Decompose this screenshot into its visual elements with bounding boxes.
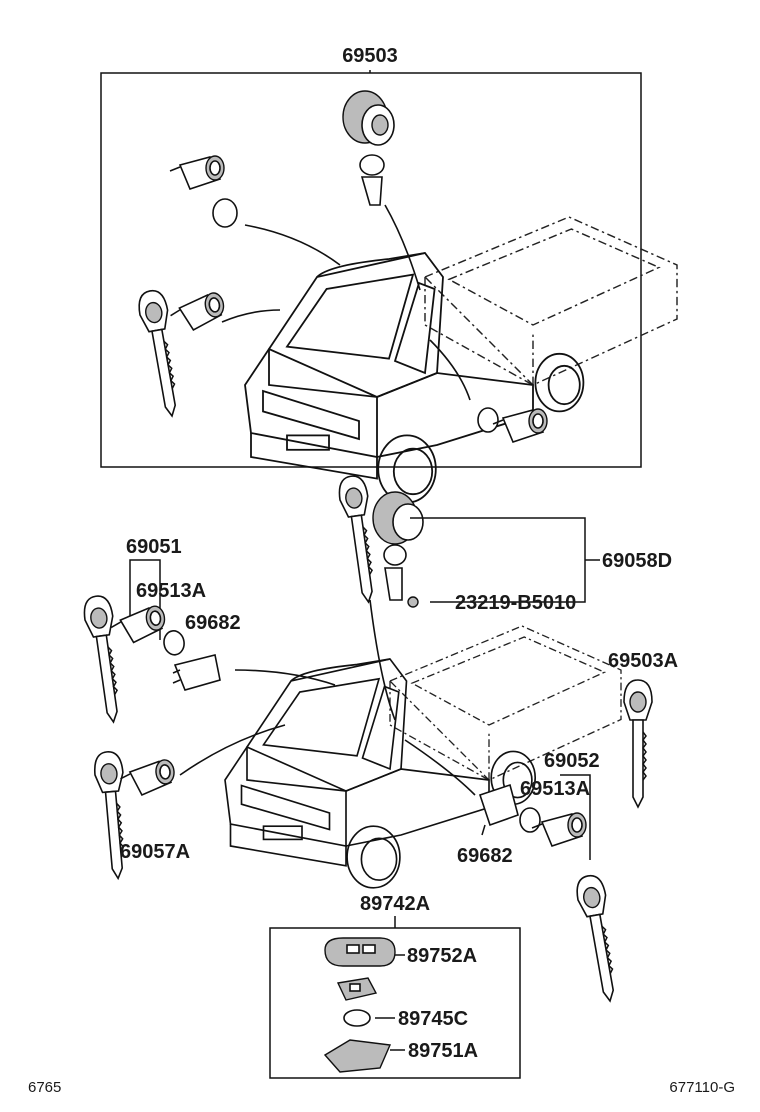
transmitter-case <box>324 937 396 967</box>
truck-outline <box>244 216 678 504</box>
transmitter-89742a-group: 89742A 89752A 89745C 89751A <box>269 893 521 1079</box>
battery <box>343 1009 371 1027</box>
label-89752a: 89752A <box>407 945 477 967</box>
ignition-cylinder <box>342 90 395 206</box>
label-69503a: 69503A <box>608 650 678 672</box>
label-69503: 69503 <box>342 45 398 67</box>
label-89751a: 89751A <box>408 1040 478 1062</box>
label-69682-left: 69682 <box>185 612 241 634</box>
key-cylinder-right <box>519 807 625 1005</box>
key-69503a-group: 69503A <box>608 650 678 808</box>
label-89742a: 89742A <box>360 893 430 915</box>
set-69052-group: 69052 69513A 69682 <box>404 739 625 1005</box>
key-69503a <box>623 679 653 808</box>
transmitter-board <box>336 977 378 1001</box>
spring-left <box>172 654 221 691</box>
set-69051-group: 69051 69513A 69682 <box>81 536 336 725</box>
set-69057a-group: 69057A <box>92 724 286 881</box>
label-69057a: 69057A <box>120 841 190 863</box>
label-69051: 69051 <box>126 536 182 558</box>
label-69052: 69052 <box>544 750 600 772</box>
assembly-69503-group: 69503 <box>100 45 678 504</box>
transmitter-cover <box>323 1039 392 1073</box>
key-with-cylinder <box>135 287 228 420</box>
door-cylinder-right <box>477 407 548 443</box>
label-69513a-right: 69513A <box>520 778 590 800</box>
footer-right-code: 677110-G <box>669 1079 735 1096</box>
label-69513a-left: 69513A <box>136 580 206 602</box>
spring-right <box>478 783 519 836</box>
door-cylinder-left <box>169 155 238 228</box>
ignition-key-set <box>336 473 424 608</box>
label-69058d: 69058D <box>602 550 672 572</box>
transmitter-box <box>269 927 521 1079</box>
key-cylinder-left <box>81 593 185 725</box>
assembly-box <box>100 72 642 468</box>
footer-left-code: 6765 <box>28 1079 61 1096</box>
label-23219-b5010: 23219-B5010 <box>455 592 576 614</box>
label-69682-right: 69682 <box>457 845 513 867</box>
label-89745c: 89745C <box>398 1008 468 1030</box>
key-set-69058d-group: 69058D 23219-B5010 <box>336 473 672 721</box>
